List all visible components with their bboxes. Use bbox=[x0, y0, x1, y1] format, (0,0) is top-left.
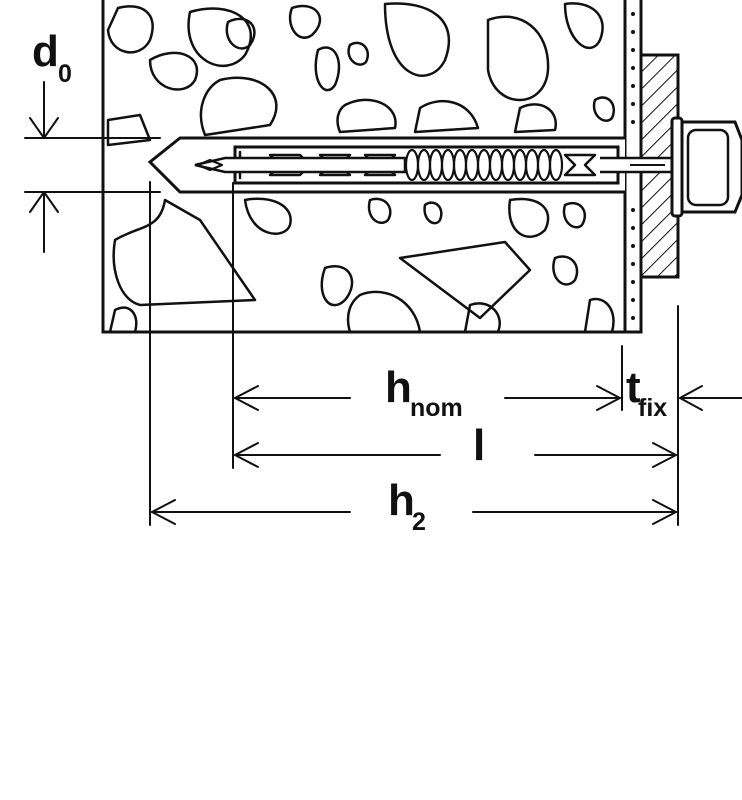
aggregate-stones bbox=[106, 2, 615, 332]
hnom-main-text: h bbox=[385, 363, 412, 412]
dimension-l bbox=[234, 442, 677, 468]
dimension-d0 bbox=[24, 81, 161, 253]
d0-sub-text: 0 bbox=[58, 60, 72, 88]
tfix-sub-text: fix bbox=[638, 394, 667, 422]
dimension-tfix bbox=[679, 385, 742, 411]
extension-lines bbox=[149, 181, 679, 526]
tfix-main-text: t bbox=[626, 363, 641, 412]
hnom-sub-text: nom bbox=[410, 394, 463, 422]
tfix-label: t fix bbox=[626, 363, 667, 422]
dimension-hnom bbox=[234, 385, 621, 411]
l-main-text: l bbox=[473, 421, 485, 470]
h2-main-text: h bbox=[388, 476, 415, 525]
l-label: l bbox=[473, 421, 485, 470]
hnom-label: h nom bbox=[385, 363, 463, 422]
hex-head bbox=[670, 116, 742, 218]
dimension-h2 bbox=[151, 499, 677, 525]
screw bbox=[194, 148, 680, 182]
anchor-plug bbox=[233, 145, 620, 185]
screw-thread bbox=[196, 148, 564, 182]
h2-label: h 2 bbox=[388, 476, 426, 536]
d0-main-text: d bbox=[32, 27, 59, 76]
h2-sub-text: 2 bbox=[412, 508, 426, 536]
d0-label: d 0 bbox=[32, 27, 72, 88]
